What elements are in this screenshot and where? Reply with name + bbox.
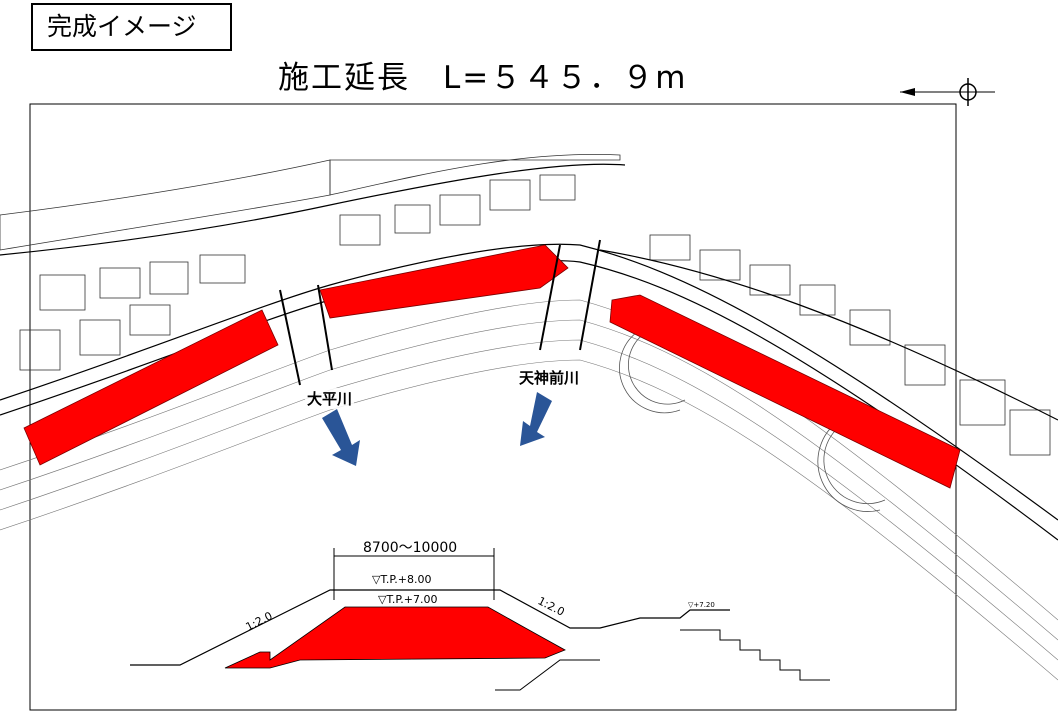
- embankment-slope: [0, 299, 1058, 681]
- drawing-frame: [29, 103, 957, 711]
- road-lines: [0, 163, 1058, 541]
- section-width-dimension: 8700～10000: [363, 540, 458, 556]
- construction-area-east: [609, 294, 961, 489]
- flow-arrow-right-icon: [520, 392, 552, 446]
- section-level-right: ▽+7.20: [688, 601, 715, 609]
- image-label: 完成イメージ: [47, 12, 197, 41]
- section-level-mid: ▽T.P.+7.00: [378, 593, 438, 606]
- river-label-tenjinmae: 天神前川: [517, 367, 582, 388]
- construction-areas: [23, 244, 961, 489]
- cross-section: [130, 548, 830, 691]
- town-blocks: [0, 153, 1051, 456]
- image-label-box: 完成イメージ: [31, 3, 232, 51]
- river-label-ohira: 大平川: [305, 388, 355, 409]
- page-title: 施工延長 L=５４５．９m: [278, 60, 688, 96]
- construction-area-center: [319, 244, 569, 319]
- north-arrow-icon: [900, 78, 995, 106]
- construction-area-west: [23, 309, 279, 466]
- bridges: [279, 239, 601, 386]
- section-level-top: ▽T.P.+8.00: [372, 573, 432, 586]
- section-fill: [224, 606, 566, 669]
- flow-arrow-left-icon: [322, 409, 360, 466]
